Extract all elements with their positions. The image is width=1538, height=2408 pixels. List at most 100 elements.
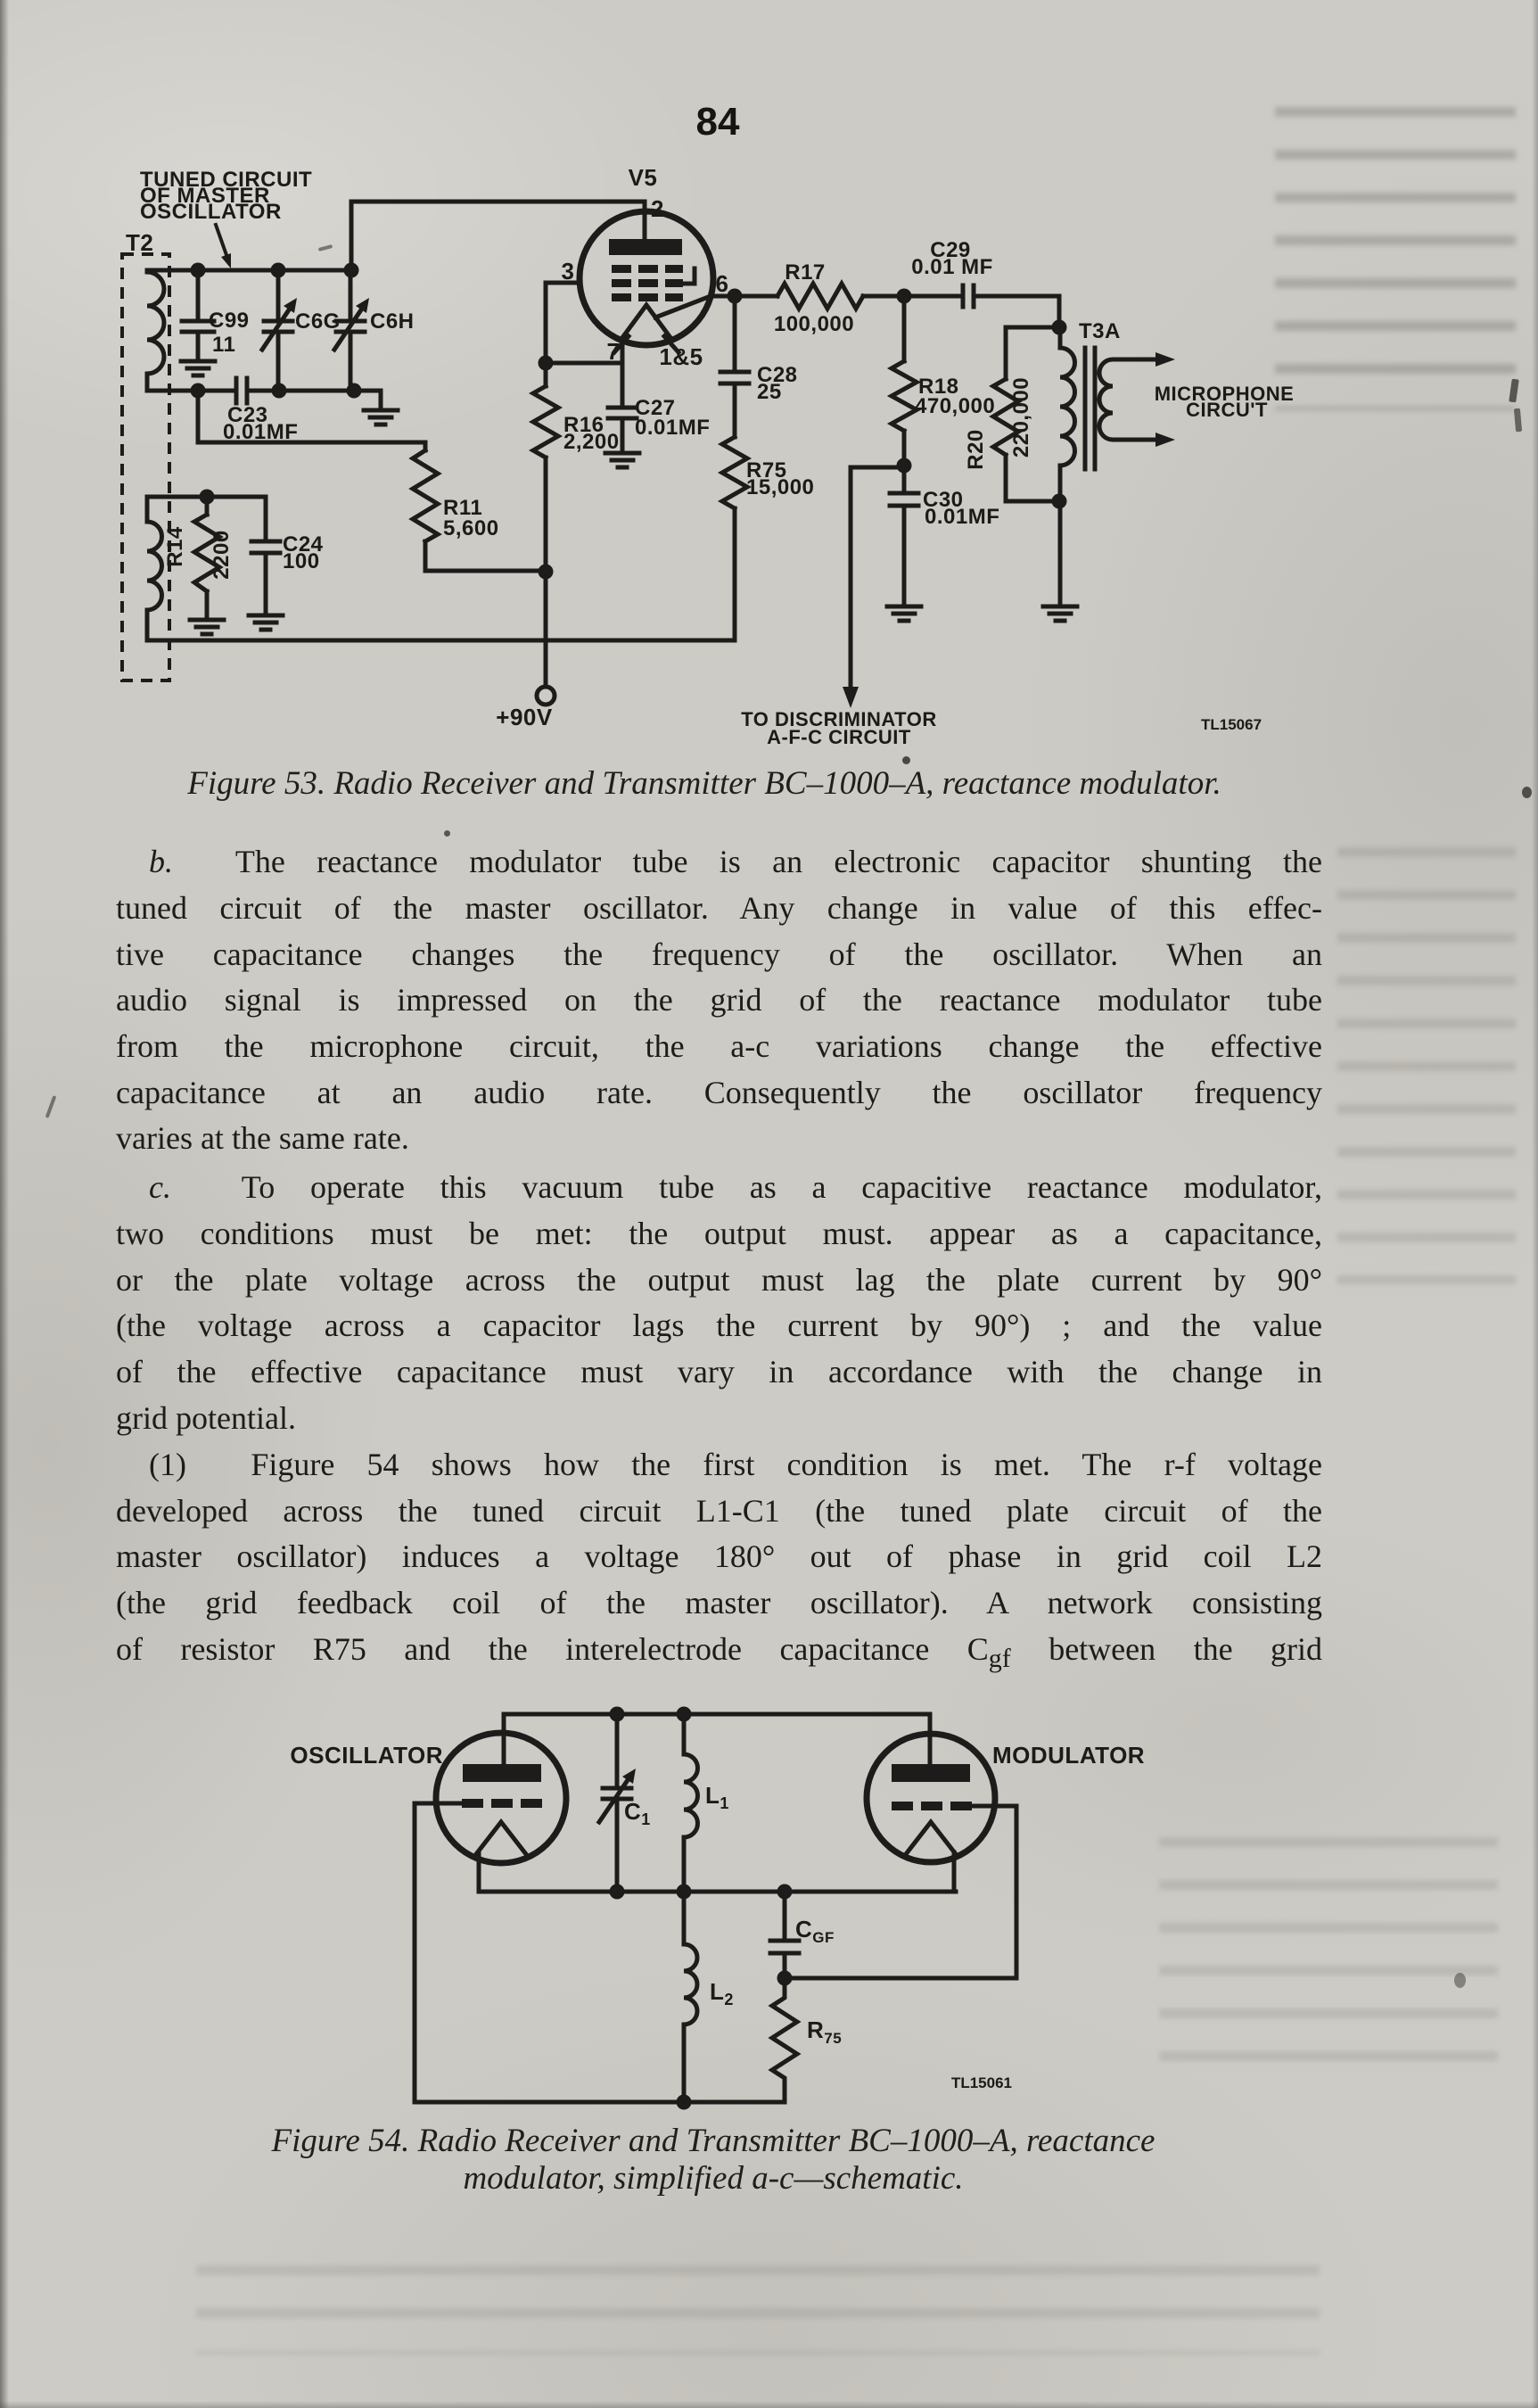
pin7-label: 7	[607, 338, 621, 365]
r11-resistor	[408, 447, 442, 545]
r11-label: R11	[443, 496, 482, 520]
t2-label: T2	[126, 229, 153, 256]
body-line: or the plate voltage across the output m…	[116, 1262, 1322, 1298]
c6h-label: C6H	[370, 309, 415, 334]
discriminator-wire	[848, 465, 907, 689]
r75-label: R75	[746, 458, 787, 482]
c1-label: C1	[624, 1798, 651, 1828]
scan-speck	[444, 830, 450, 837]
svg-text:A-F-C CIRCUIT: A-F-C CIRCUIT	[767, 726, 911, 748]
body-line: (the grid feedback coil of the master os…	[116, 1585, 1322, 1620]
figure54-schematic: OSCILLATOR MODULATOR C1 L1 L2 CGF R75 TL…	[290, 1706, 1145, 2110]
bleedthrough-texture	[1337, 847, 1516, 1284]
page-number: 84	[695, 100, 740, 144]
v5-label: V5	[629, 164, 658, 191]
discriminator-label: TO DISCRIMINATOR	[741, 708, 936, 730]
scan-speck	[1454, 1973, 1466, 1988]
c6h-variable-capacitor	[331, 268, 369, 393]
drawing-code: TL15067	[1201, 716, 1262, 733]
c30-capacitor	[887, 491, 921, 621]
svg-text:100,000: 100,000	[774, 312, 854, 336]
l1-label: L1	[705, 1782, 729, 1812]
oscillator-label: OSCILLATOR	[290, 1742, 443, 1769]
page-edge	[0, 2401, 1538, 2408]
r18-resistor	[886, 358, 922, 434]
c23-label: C23	[227, 403, 268, 427]
figure54-caption-line2: modulator, simplified a-c—schematic.	[463, 2160, 964, 2197]
svg-text:OF MASTER: OF MASTER	[140, 184, 270, 208]
para-b-lead: b.	[149, 844, 173, 879]
l2-coil-icon	[681, 1889, 700, 2105]
modulator-label: MODULATOR	[992, 1742, 1145, 1769]
pin6-label: 6	[716, 270, 729, 297]
c27-label: C27	[635, 396, 676, 420]
r17-label: R17	[785, 260, 826, 285]
svg-text:2200: 2200	[210, 530, 234, 579]
right-arrow-icon	[1156, 433, 1175, 447]
svg-text:220,000: 220,000	[1009, 377, 1033, 458]
svg-text:15,000: 15,000	[746, 475, 814, 499]
plus90v-terminal	[534, 684, 557, 707]
scan-speck	[1522, 787, 1532, 798]
c30-label: C30	[923, 488, 964, 512]
body-line: developed across the tuned circuit L1-C1…	[116, 1493, 1322, 1529]
body-line: varies at the same rate.	[116, 1120, 409, 1156]
body-line: of resistor R75 and the interelectrode c…	[116, 1631, 1322, 1674]
c99-label: C99	[209, 309, 250, 333]
body-line: To operate this vacuum tube as a capacit…	[241, 1169, 1322, 1205]
r14-resistor	[190, 511, 224, 595]
r16-label: R16	[563, 413, 605, 437]
svg-text:0.01 MF: 0.01 MF	[911, 255, 993, 279]
figure53-schematic: TUNED CIRCUIT OF MASTER OSCILLATOR T2 C9…	[120, 164, 1295, 748]
body-line: master oscillator) induces a voltage 180…	[116, 1538, 1322, 1574]
pin15-label: 1&5	[659, 343, 703, 370]
body-line: audio signal is impressed on the grid of…	[116, 982, 1322, 1018]
page-edge	[1532, 0, 1538, 2408]
c28-label: C28	[757, 363, 798, 387]
c23-capacitor	[234, 375, 250, 406]
cgf-capacitor	[768, 1889, 802, 1981]
c27-capacitor	[605, 405, 639, 467]
cgf-label: CGF	[795, 1916, 835, 1946]
svg-text:25: 25	[757, 380, 782, 404]
scan-speck	[902, 756, 910, 764]
r14-label: R14	[163, 526, 187, 567]
body-line: from the microphone circuit, the a-c var…	[116, 1028, 1322, 1064]
pin2-label: 2	[651, 195, 664, 222]
c24-capacitor	[249, 539, 283, 630]
body-line: Figure 54 shows how the first condition …	[251, 1447, 1322, 1482]
microphone-circuit-label: MICROPHONE	[1155, 383, 1295, 405]
r18-label: R18	[918, 375, 959, 399]
t3a-label: T3A	[1079, 319, 1121, 343]
bleedthrough-texture	[1275, 107, 1516, 410]
svg-text:CIRCU'T: CIRCU'T	[1186, 399, 1268, 421]
r75-resistor-54	[768, 1975, 802, 2105]
right-arrow-icon	[1156, 352, 1175, 367]
c24-label: C24	[283, 532, 324, 557]
r20-resistor	[989, 375, 1023, 458]
pin3-label: 3	[562, 258, 575, 285]
r17-resistor	[774, 278, 867, 314]
drawing-code-54: TL15061	[951, 2074, 1012, 2091]
junction-dots	[190, 262, 1067, 580]
body-line: two conditions must be met: the output m…	[116, 1216, 1322, 1251]
svg-text:100: 100	[283, 549, 320, 573]
t2-transformer-box	[120, 252, 171, 682]
t2-upper-coil-icon	[144, 268, 167, 393]
bleedthrough-texture	[1159, 1837, 1498, 2069]
c1-variable-capacitor	[596, 1711, 636, 1894]
r16-resistor	[528, 383, 563, 461]
svg-text:5,600: 5,600	[443, 516, 499, 540]
svg-text:0.01MF: 0.01MF	[635, 416, 710, 440]
para-c-lead: c.	[149, 1169, 171, 1205]
svg-text:470,000: 470,000	[915, 394, 995, 418]
l2-label: L2	[710, 1978, 734, 2008]
tuned-circuit-label: TUNED CIRCUIT	[140, 168, 312, 192]
down-arrow-icon	[843, 687, 859, 708]
t2-lower-coil-icon	[144, 494, 164, 643]
oscillator-tube-icon	[412, 1711, 570, 1894]
v5-tube-icon	[576, 208, 717, 356]
svg-text:11: 11	[212, 333, 235, 357]
